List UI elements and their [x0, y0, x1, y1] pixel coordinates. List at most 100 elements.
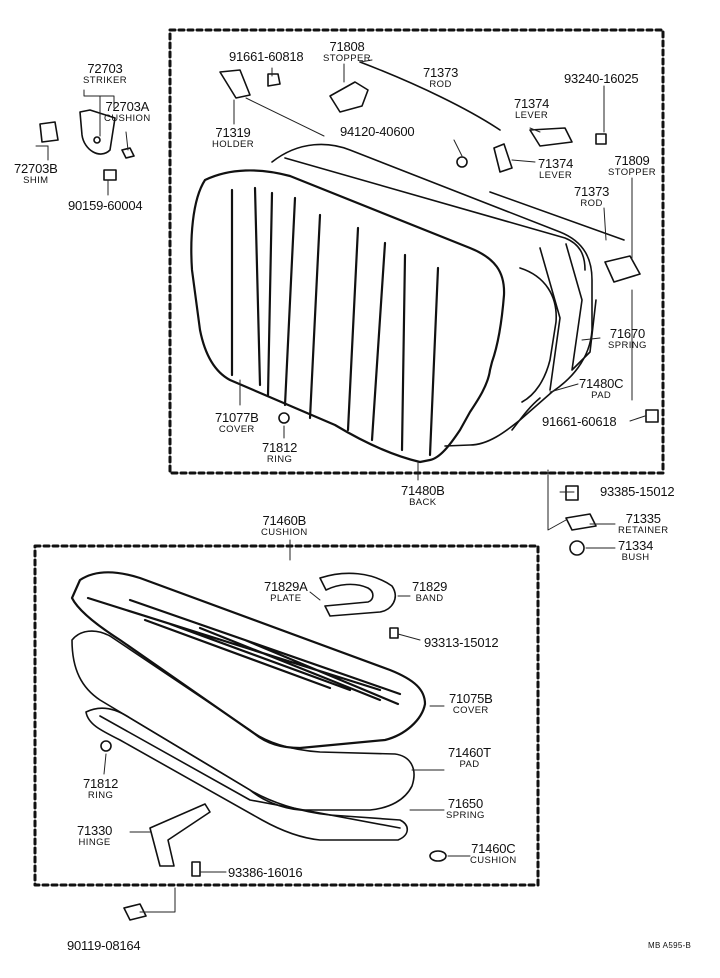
part-number: 90159-60004 [68, 198, 143, 213]
callout-71460c: 71460C CUSHION [470, 842, 517, 866]
callout-71809: 71809 STOPPER [608, 154, 656, 178]
rod-lower [489, 191, 625, 241]
callout-93240-16025: 93240-16025 [564, 71, 639, 86]
callout-93386-16016: 93386-16016 [228, 865, 303, 880]
callout-93385-15012: 93385-15012 [600, 485, 675, 498]
part-number: 71829A [264, 579, 308, 594]
part-number: 71808 [329, 39, 365, 54]
part-name: STOPPER [608, 167, 657, 178]
part-name: SHIM [23, 175, 49, 186]
part-name: PAD [591, 390, 612, 401]
diagram-code: MB A595-B [648, 941, 692, 950]
part-name: BUSH [621, 552, 650, 563]
ring-71812-cushion [100, 740, 112, 752]
part-number: 71075B [449, 691, 493, 706]
part-number: 71460B [262, 513, 307, 528]
part-name: RING [87, 790, 114, 801]
callout-71334: 71334 BUSH [618, 539, 653, 563]
part-number: 71334 [618, 538, 654, 553]
rod-upper [359, 61, 501, 131]
part-number: 71829 [412, 579, 448, 594]
callout-71077b: 71077B COVER [215, 411, 259, 435]
striker-assembly [39, 109, 135, 181]
part-name: COVER [218, 424, 255, 435]
part-number: 71319 [215, 125, 251, 140]
callout-71670: 71670 SPRING [608, 327, 647, 351]
callout-93313-15012: 93313-15012 [424, 635, 499, 650]
seat-back-frame [271, 143, 597, 447]
callout-72703b: 72703B SHIM [14, 162, 58, 186]
part-number: 71330 [77, 823, 113, 838]
part-number: 71373 [574, 184, 610, 199]
part-number: 90119-08164 [67, 938, 141, 953]
part-number: 91661-60618 [542, 414, 617, 429]
part-number: 71812 [83, 776, 119, 791]
part-number: 72703B [14, 161, 58, 176]
bolts-right [645, 409, 659, 423]
callout-71829: 71829 BAND [412, 580, 447, 604]
callout-91661-60618: 91661-60618 [542, 414, 617, 429]
seat-cushion-group-box [33, 544, 540, 887]
part-name: RING [266, 454, 293, 465]
callout-71460t: 71460T PAD [448, 746, 491, 770]
part-name: STOPPER [323, 53, 372, 64]
part-number: 71809 [614, 153, 650, 168]
leader-lines [35, 59, 646, 913]
part-name: CUSHION [261, 527, 308, 538]
part-number: 71670 [609, 326, 645, 341]
part-name: BAND [415, 593, 444, 604]
part-name: COVER [452, 705, 489, 716]
callout-90159-60004: 90159-60004 [68, 198, 143, 213]
part-number: 93386-16016 [228, 865, 303, 880]
part-number: 94120-40600 [340, 124, 415, 139]
callout-71812-back: 71812 RING [262, 441, 297, 465]
callout-72703a: 72703A CUSHION [104, 100, 151, 124]
part-number: 72703 [87, 61, 123, 76]
callout-71460b: 71460B CUSHION [261, 514, 308, 538]
cushion-pad [71, 630, 415, 811]
callout-71319: 71319 HOLDER [212, 126, 254, 150]
part-name: SPRING [608, 340, 647, 351]
callout-71829a: 71829A PLATE [264, 580, 308, 604]
lever-parts [456, 127, 607, 173]
cushion-71460c [429, 850, 447, 862]
hinge-part [123, 803, 211, 921]
part-number: 71460C [471, 841, 516, 856]
part-name: SPRING [446, 810, 485, 821]
part-name: PAD [459, 759, 480, 770]
part-name: ROD [429, 79, 452, 90]
callout-71373-lower: 71373 ROD [574, 185, 609, 209]
part-number: 91661-60818 [229, 49, 304, 64]
part-number: 71650 [447, 796, 483, 811]
part-number: 71077B [215, 410, 259, 425]
callout-71374-lower: 71374 LEVER [538, 157, 573, 181]
part-name: HINGE [78, 837, 111, 848]
part-number: 71335 [625, 511, 661, 526]
part-number: 71373 [423, 65, 459, 80]
part-number: 71480B [401, 483, 445, 498]
retainer-bush-parts [565, 485, 597, 556]
part-name: RETAINER [618, 525, 669, 536]
callout-71374-upper: 71374 LEVER [514, 97, 549, 121]
part-number: 71480C [579, 376, 624, 391]
part-name: PLATE [270, 593, 302, 604]
part-number: 71374 [514, 96, 550, 111]
part-number: 93313-15012 [424, 635, 499, 650]
part-number: 93240-16025 [564, 71, 639, 86]
seat-back-pad [519, 267, 557, 403]
stopper-part-71808 [329, 81, 369, 113]
part-name: LEVER [539, 170, 573, 181]
callout-71480c: 71480C PAD [579, 376, 624, 401]
callout-71808: 71808 STOPPER [323, 40, 371, 64]
callout-72703: 72703 STRIKER [83, 62, 127, 86]
callout-91661-60818: 91661-60818 [229, 49, 304, 64]
part-name: LEVER [515, 110, 549, 121]
part-name: ROD [580, 198, 603, 209]
callout-71330: 71330 HINGE [77, 824, 112, 848]
callout-71335: 71335 RETAINER [618, 512, 669, 536]
part-number: 71812 [262, 440, 298, 455]
part-number: 71374 [538, 156, 574, 171]
cushion-cover [70, 571, 427, 750]
